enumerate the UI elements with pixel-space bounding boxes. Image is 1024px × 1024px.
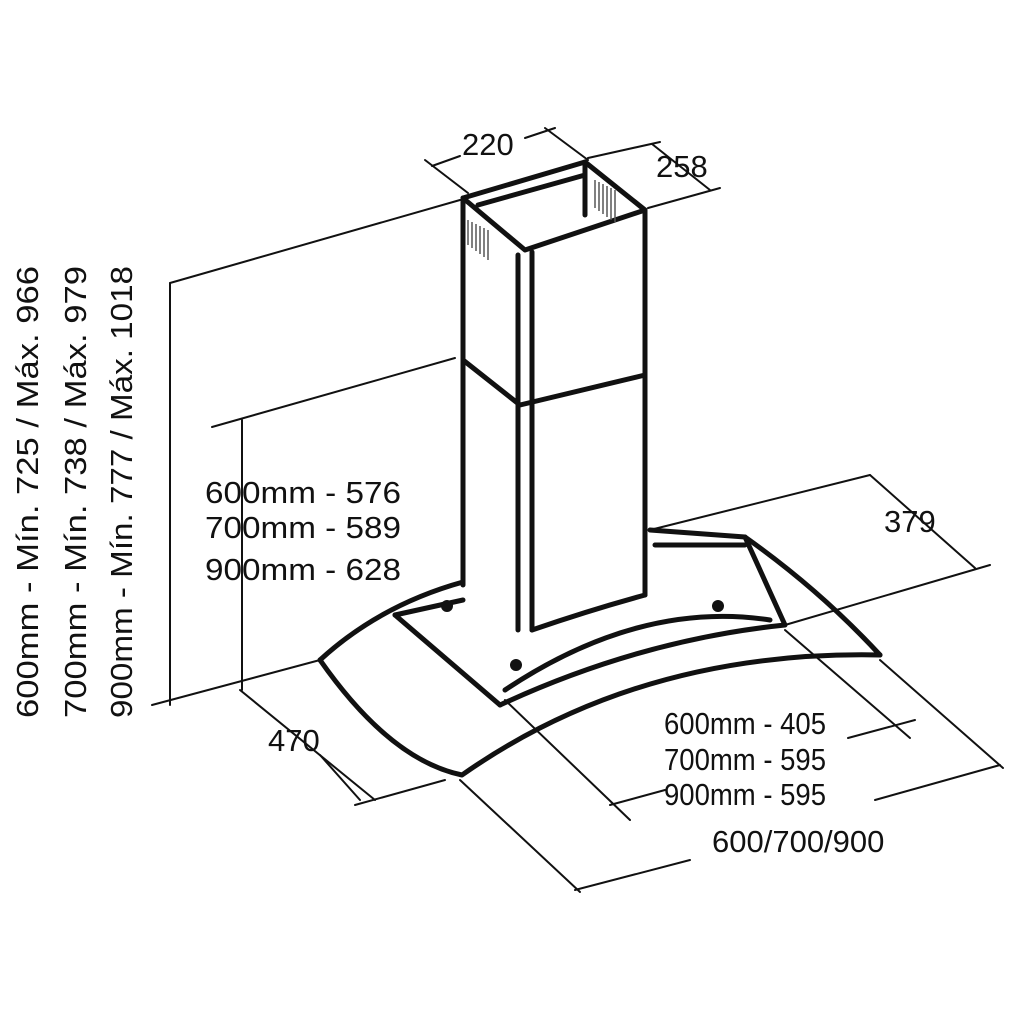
chimney-depth-label: 258 bbox=[656, 149, 708, 184]
body-height-700: 700mm - 589 bbox=[205, 510, 401, 545]
body-width-600: 600mm - 405 bbox=[664, 706, 826, 741]
canopy-depth-left-label: 470 bbox=[268, 723, 320, 758]
screw-dots bbox=[441, 600, 724, 671]
body-width-700: 700mm - 595 bbox=[664, 742, 826, 777]
vent-grille-icon bbox=[467, 180, 616, 260]
total-height-700: 700mm - Mín. 738 / Máx. 979 bbox=[58, 266, 93, 718]
total-height-900: 900mm - Mín. 777 / Máx. 1018 bbox=[104, 266, 139, 718]
canopy-depth-right-label: 379 bbox=[884, 504, 936, 539]
body-width-900: 900mm - 595 bbox=[664, 777, 826, 812]
body-height-600: 600mm - 576 bbox=[205, 475, 401, 510]
total-height-600: 600mm - Mín. 725 / Máx. 966 bbox=[10, 266, 45, 718]
chimney bbox=[460, 159, 648, 633]
glass-canopy bbox=[317, 527, 883, 778]
dimension-lines bbox=[151, 127, 1004, 893]
body-height-900: 900mm - 628 bbox=[205, 552, 401, 587]
overall-width-label: 600/700/900 bbox=[712, 824, 884, 859]
chimney-width-label: 220 bbox=[462, 127, 514, 162]
